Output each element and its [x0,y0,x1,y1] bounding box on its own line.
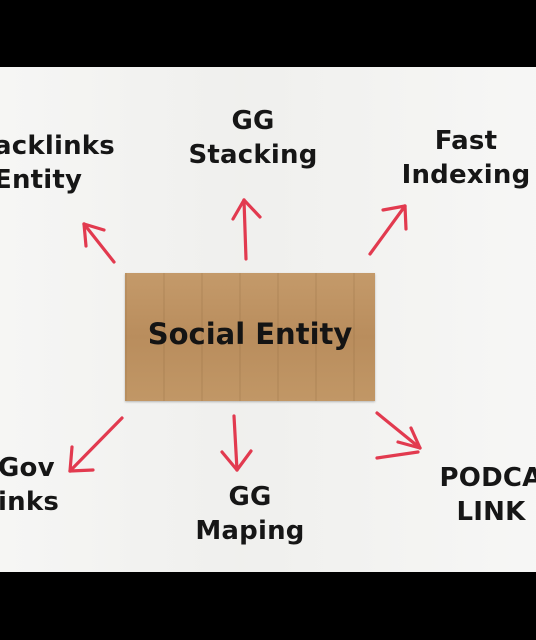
node-fast-indexing-line1: Fast [434,126,498,156]
center-label: Social Entity [147,317,353,351]
node-gov-links-line2: inks [0,487,59,517]
center-cardboard-node: Social Entity [125,273,375,401]
node-gg-stacking-line2: Stacking [188,140,318,170]
node-gov-links: Gov inks [0,451,59,519]
node-gg-maping-line1: GG [228,482,272,512]
node-gg-stacking: GG Stacking [183,104,323,172]
node-podcast-links: PODCA LINK [426,461,536,529]
node-fast-indexing: Fast Indexing [396,124,536,192]
node-backlinks-entity: acklinks Entity [0,129,115,197]
node-backlinks-line1: acklinks [0,131,115,161]
node-gg-stacking-line1: GG [231,106,275,136]
node-podcast-links-line2: LINK [456,497,526,527]
node-backlinks-line2: Entity [0,165,83,195]
node-gov-links-line1: Gov [0,453,55,483]
node-gg-maping-line2: Maping [195,516,305,546]
node-fast-indexing-line2: Indexing [401,160,531,190]
node-gg-maping: GG Maping [180,480,320,548]
node-podcast-links-line1: PODCA [439,463,536,493]
